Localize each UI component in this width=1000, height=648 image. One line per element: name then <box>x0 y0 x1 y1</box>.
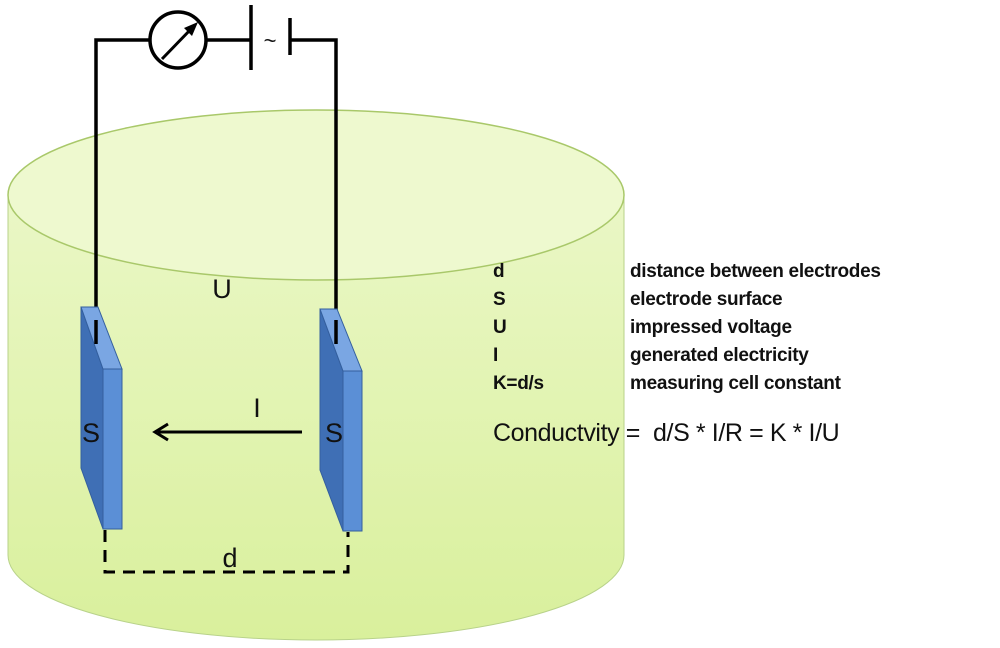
legend-symbol: S <box>493 289 506 310</box>
legend-description: impressed voltage <box>630 317 792 338</box>
current-arrow <box>152 422 302 442</box>
left-electrode <box>80 306 123 530</box>
surface-label-left: S <box>82 418 100 448</box>
ac-source-icon <box>249 5 292 70</box>
legend-description: generated electricity <box>630 345 809 366</box>
distance-line <box>103 530 350 574</box>
legend-symbol: d <box>493 261 505 282</box>
legend-symbol: U <box>493 317 507 338</box>
legend-row: d distance between electrodes <box>493 258 881 286</box>
legend-description: distance between electrodes <box>630 261 881 282</box>
cylinder-top <box>7 109 625 281</box>
source-symbol: ~ <box>264 28 277 53</box>
voltage-label: U <box>212 274 232 304</box>
legend-row: K=d/s measuring cell constant <box>493 370 881 398</box>
surface-label-right: S <box>325 418 343 448</box>
cylinder-body <box>7 194 625 641</box>
legend-symbol: K=d/s <box>493 373 544 394</box>
circuit-wires <box>94 38 338 333</box>
meter-icon <box>148 10 208 70</box>
legend-description: measuring cell constant <box>630 373 841 394</box>
distance-label: d <box>222 543 237 573</box>
legend-description: electrode surface <box>630 289 783 310</box>
legend-symbol: I <box>493 345 498 366</box>
current-label: I <box>253 393 261 423</box>
right-electrode <box>319 308 363 532</box>
conductivity-formula: Conductvity = d/S * I/R = K * I/U <box>493 419 840 447</box>
